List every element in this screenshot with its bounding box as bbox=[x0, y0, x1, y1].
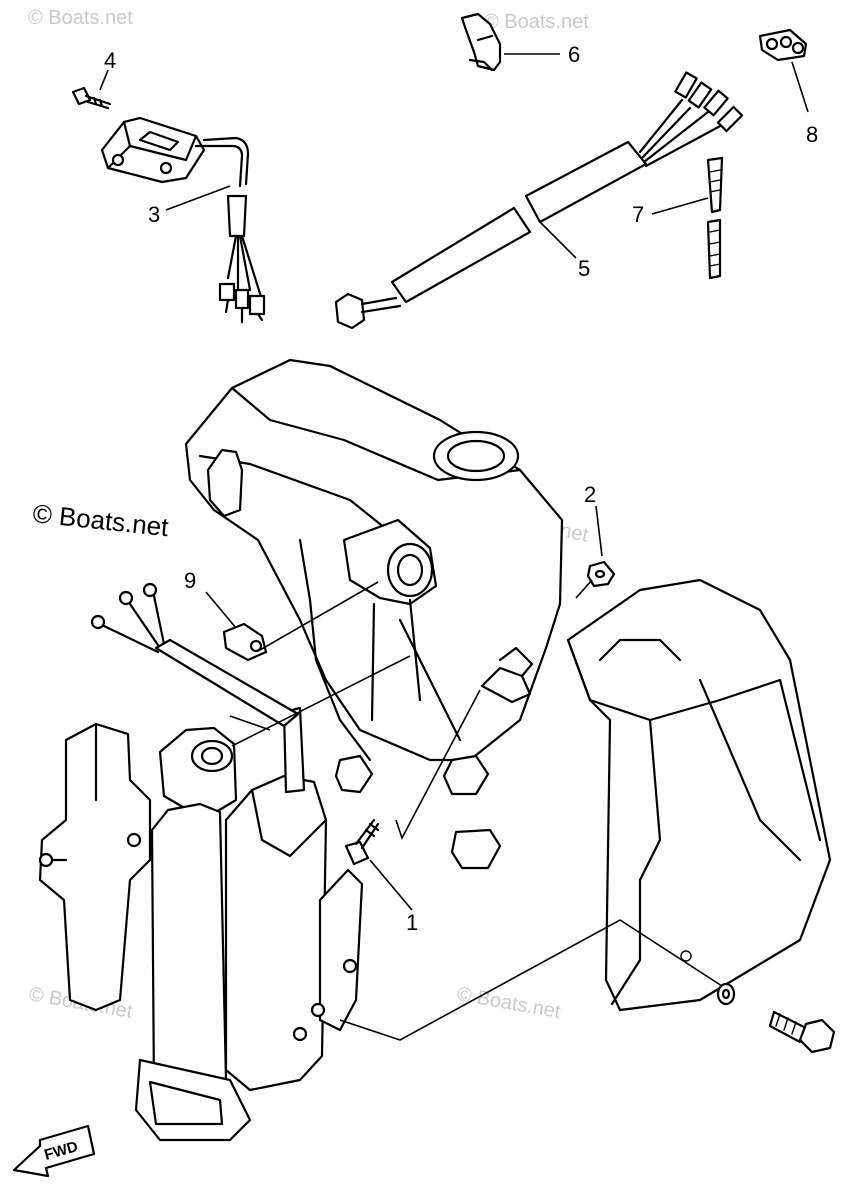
callout-1: 1 bbox=[406, 910, 418, 935]
fwd-arrow: FWD bbox=[12, 1124, 96, 1178]
swivel-bracket-assembly bbox=[184, 358, 564, 870]
callout-8: 8 bbox=[806, 122, 818, 147]
part-6-clip bbox=[460, 12, 502, 72]
clamp-bracket-right bbox=[566, 578, 832, 1012]
callout-6: 6 bbox=[568, 42, 580, 67]
part-9-clamp bbox=[222, 622, 268, 662]
part-1-screw bbox=[344, 818, 380, 866]
callout-2: 2 bbox=[584, 482, 596, 507]
bolt-washer bbox=[716, 982, 836, 1054]
watermark-top-left: © Boats.net bbox=[28, 7, 133, 29]
watermark-top-center: © Boats.net bbox=[484, 11, 589, 33]
callout-4: 4 bbox=[104, 48, 116, 73]
callout-9: 9 bbox=[184, 568, 196, 593]
part-3-trim-sensor bbox=[100, 116, 266, 324]
part-7-cable-tie bbox=[706, 156, 724, 280]
callout-3: 3 bbox=[148, 202, 160, 227]
part-2-nut bbox=[586, 560, 616, 588]
sensor-plate bbox=[480, 646, 534, 704]
reference-lines bbox=[229, 655, 723, 1041]
callout-leaders bbox=[99, 53, 809, 911]
copyright-label: © Boats.net bbox=[31, 498, 170, 542]
part-9-wire-lead bbox=[90, 582, 300, 728]
part-8-connector bbox=[758, 28, 808, 62]
watermark-bottom-right: © Boats.net bbox=[455, 983, 562, 1023]
callouts: 4 3 6 8 5 7 2 9 1 bbox=[104, 42, 818, 935]
callout-7: 7 bbox=[632, 202, 644, 227]
part-4-bolt bbox=[71, 86, 112, 110]
callout-5: 5 bbox=[578, 256, 590, 281]
power-trim-tilt-unit bbox=[38, 706, 364, 1142]
part-5-wire-harness bbox=[334, 71, 744, 330]
